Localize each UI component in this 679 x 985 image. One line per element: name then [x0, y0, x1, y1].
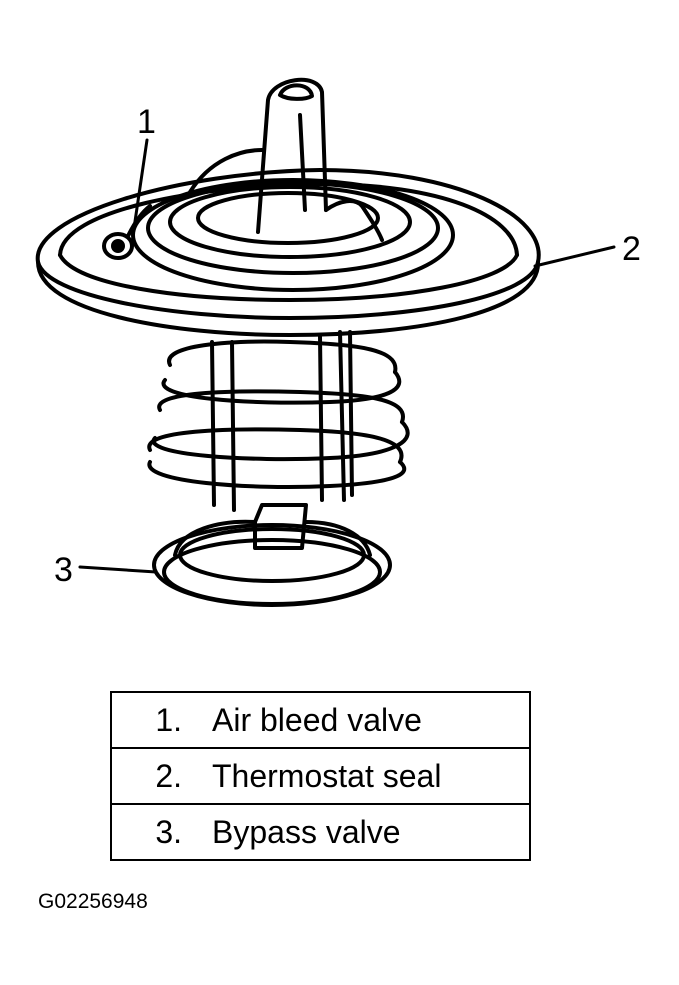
legend-cell: 2. Thermostat seal — [110, 747, 531, 805]
bypass-valve — [152, 519, 392, 607]
legend-cell: 1. Air bleed valve — [110, 691, 531, 749]
callout-2: 2 — [622, 230, 641, 268]
legend-label: Air bleed valve — [212, 701, 422, 738]
legend-number: 1. — [155, 701, 182, 738]
legend-row: 2. Thermostat seal — [110, 747, 531, 805]
legend-number: 3. — [155, 813, 182, 850]
spring-frame — [210, 330, 354, 512]
legend-number: 2. — [155, 757, 182, 794]
callout-3: 3 — [54, 551, 73, 589]
legend-row: 1. Air bleed valve — [110, 691, 531, 749]
figure-id: G02256948 — [38, 890, 148, 913]
legend-label: Thermostat seal — [212, 757, 442, 794]
legend-table: 1. Air bleed valve 2. Thermostat seal 3. By… — [110, 691, 531, 861]
thermostat-illustration — [35, 77, 616, 607]
legend-row: 3. Bypass valve — [110, 803, 531, 861]
legend-label: Bypass valve — [212, 813, 401, 850]
flange — [35, 168, 541, 337]
leader-lines — [78, 138, 616, 574]
legend-cell: 3. Bypass valve — [110, 803, 531, 861]
center-pin — [256, 77, 384, 242]
coil-spring — [147, 339, 410, 489]
air-bleed-valve — [102, 204, 152, 260]
callout-1: 1 — [137, 103, 156, 141]
